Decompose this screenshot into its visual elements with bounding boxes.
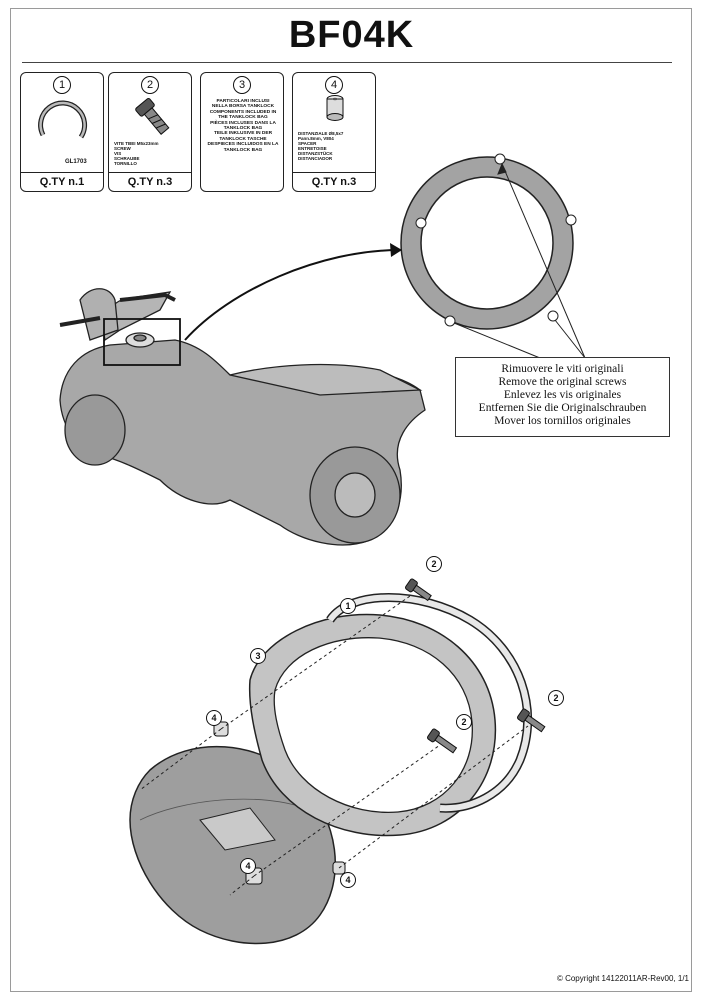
part-quantity: Q.TY n.3: [109, 172, 191, 191]
part-desc: DISTANZSTÜCK: [298, 151, 333, 156]
part-quantity: Q.TY n.3: [293, 172, 375, 191]
callout-badge: 1: [340, 598, 356, 614]
screw-icon: [405, 578, 546, 754]
instruction-line: Rimuovere le viti originali: [501, 363, 624, 375]
part-number: 3: [233, 76, 251, 94]
spacer-icon: [326, 95, 344, 121]
part-desc: THE TANKLOCK BAG: [218, 115, 268, 121]
part-number: 1: [53, 76, 71, 94]
page-frame: [10, 8, 692, 992]
focus-box: [103, 318, 181, 366]
callout-badge: 4: [206, 710, 222, 726]
part-number: 2: [141, 76, 159, 94]
part-desc: PIÈCES INCLUSES DANS LA: [210, 120, 276, 126]
part-desc: DISTANZIALE Ø8,5x7: [298, 131, 344, 136]
title-divider: [22, 62, 672, 63]
exploded-view: [129, 578, 546, 945]
screw-icon: [135, 97, 170, 135]
page-title: BF04K: [288, 14, 415, 56]
part-desc: ENTRETOISE: [298, 146, 327, 151]
part-number: 4: [325, 76, 343, 94]
instruction-box: Rimuovere le viti originali Remove the o…: [455, 357, 670, 437]
part-card-2: 2 VITE TBEI M5x23mm SCREW VIS SCHRAUBE T…: [108, 72, 192, 192]
tank-ring-gasket: [400, 153, 577, 330]
callout-badge: 3: [250, 648, 266, 664]
part-code: GL1703: [65, 159, 87, 165]
part-desc: VIS: [114, 151, 122, 156]
part-desc: SPACER: [298, 141, 317, 146]
callout-badge: 4: [340, 872, 356, 888]
part-desc: TANKLOCK BAG: [223, 126, 263, 132]
instruction-line: Remove the original screws: [498, 376, 627, 388]
part-desc: TEILE INKLUSIVE IN DER: [213, 131, 273, 137]
callout-badge: 4: [240, 858, 256, 874]
part-desc: DISTANCIADOR: [298, 156, 333, 161]
part-desc: PARTICOLARI INCLUSI: [216, 99, 270, 104]
motorcycle-illustration: [59, 288, 426, 546]
part-desc: TANKLOCK BAG: [223, 147, 263, 153]
part-desc: DESPIECES INCLUIDOS EN LA: [207, 142, 279, 148]
zoom-arrow: [184, 249, 401, 341]
alignment-lines: [139, 595, 529, 896]
part-card-3: 3 PARTICOLARI INCLUSI NELLA BORSA TANKLO…: [200, 72, 284, 192]
callout-badge: 2: [456, 714, 472, 730]
part-card-1: 1 GL1703 Q.TY n.1: [20, 72, 104, 192]
part-desc: NELLA BORSA TANKLOCK: [211, 104, 275, 110]
instruction-line: Enlevez les vis originales: [503, 389, 622, 401]
instruction-line: Mover los tornillos originales: [494, 415, 631, 427]
copyright-notice: © Copyright 14122011AR-Rev00, 1/1: [556, 974, 689, 983]
callout-badge: 2: [548, 690, 564, 706]
part-desc: TORNILLO: [114, 161, 137, 166]
screw-pointer-lines: [453, 162, 586, 359]
cap-recess: [199, 807, 276, 851]
part-desc: Pann.8mm, V804: [298, 136, 334, 141]
part-desc: COMPONENTS INCLUDED IN: [209, 109, 277, 115]
part-desc: TANKLOCK TASCHE: [219, 136, 267, 142]
part-desc: VITE TBEI M5x23mm: [114, 141, 159, 146]
part-quantity: Q.TY n.1: [21, 172, 103, 191]
part-desc: SCREW: [114, 146, 131, 151]
part-desc: SCHRAUBE: [114, 156, 140, 161]
instruction-line: Entfernen Sie die Originalschrauben: [478, 402, 647, 414]
part-card-4: 4 DISTANZIALE Ø8,5x7 Pann.8mm, V804 SPAC…: [292, 72, 376, 192]
ring-icon: [38, 100, 88, 139]
callout-badge: 2: [426, 556, 442, 572]
